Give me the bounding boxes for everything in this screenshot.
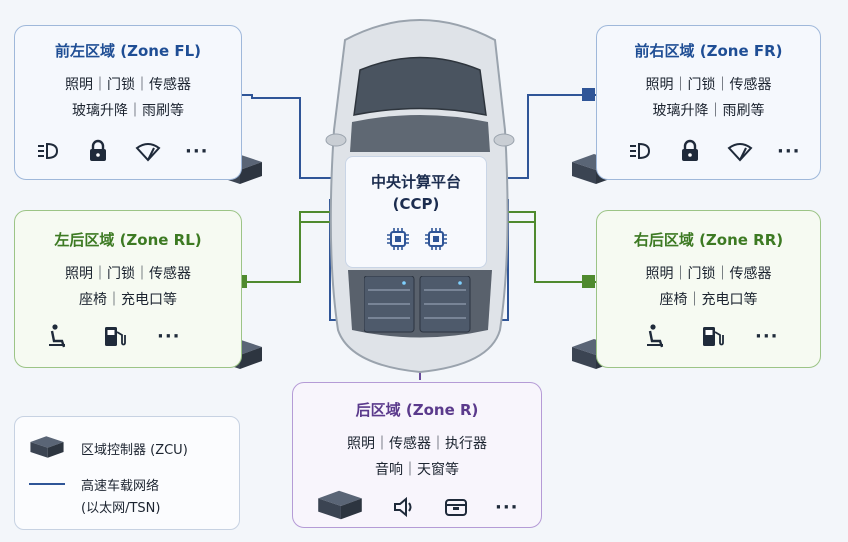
fr-connector — [582, 88, 595, 101]
zone-rr-title: 右后区域 (Zone RR) — [633, 231, 784, 249]
charging-icon — [699, 323, 725, 349]
legend-network-sublabel: (以太网/TSN) — [81, 501, 161, 516]
zone-r-panel[interactable]: 后区域 (Zone R) 照明｜传感器｜执行器 音响｜天窗等 ··· — [292, 382, 542, 528]
ccp-box[interactable]: 中央计算平台 (CCP) — [345, 156, 487, 268]
zone-fr-title: 前右区域 (Zone FR) — [634, 42, 783, 60]
zone-rl-panel[interactable]: 左后区域 (Zone RL) 照明｜门锁｜传感器 座椅｜充电口等 ··· — [14, 210, 242, 368]
zone-fl-title: 前左区域 (Zone FL) — [55, 42, 201, 60]
zone-rr-line2: 座椅｜充电口等 — [659, 292, 758, 308]
charging-icon — [101, 323, 127, 349]
zone-fl-panel[interactable]: 前左区域 (Zone FL) 照明｜门锁｜传感器 玻璃升降｜雨刷等 ··· — [14, 25, 242, 180]
more-icon: ··· — [777, 140, 801, 162]
more-icon: ··· — [157, 325, 181, 347]
server-rack — [364, 276, 471, 333]
more-icon: ··· — [495, 496, 519, 518]
legend: 区域控制器 (ZCU) 高速车载网络 (以太网/TSN) — [14, 416, 240, 530]
zone-rr-line1: 照明｜门锁｜传感器 — [645, 266, 772, 282]
wiper-icon — [727, 138, 753, 164]
legend-network-label: 高速车载网络 — [81, 479, 160, 494]
legend-zcu-label: 区域控制器 (ZCU) — [81, 443, 188, 458]
seat-icon — [643, 323, 669, 349]
sunroof-icon — [443, 494, 469, 520]
zone-r-line2: 音响｜天窗等 — [375, 462, 459, 478]
ccp-subtitle: (CCP) — [392, 195, 440, 213]
zone-rl-line2: 座椅｜充电口等 — [79, 292, 177, 308]
zone-fr-line2: 玻璃升降｜雨刷等 — [652, 103, 765, 119]
zone-fr-line1: 照明｜门锁｜传感器 — [645, 77, 772, 93]
zone-r-title: 后区域 (Zone R) — [355, 401, 479, 419]
zone-rl-title: 左后区域 (Zone RL) — [54, 231, 202, 249]
zone-rr-panel[interactable]: 右后区域 (Zone RR) 照明｜门锁｜传感器 座椅｜充电口等 ··· — [596, 210, 821, 368]
zcu-legend-icon — [30, 436, 64, 458]
chip-icon — [387, 228, 409, 250]
more-icon: ··· — [185, 140, 209, 162]
wiper-icon — [135, 138, 161, 164]
more-icon: ··· — [755, 325, 779, 347]
rr-connector — [582, 275, 595, 288]
legend-network-line — [29, 483, 65, 485]
chip-icon — [425, 228, 447, 250]
zone-rl-line1: 照明｜门锁｜传感器 — [65, 266, 191, 282]
zone-fl-line2: 玻璃升降｜雨刷等 — [72, 103, 184, 119]
lock-icon — [85, 138, 111, 164]
lock-icon — [677, 138, 703, 164]
zone-fl-line1: 照明｜门锁｜传感器 — [65, 77, 191, 93]
headlight-icon — [627, 138, 653, 164]
speaker-icon — [391, 494, 417, 520]
ccp-title: 中央计算平台 — [370, 173, 461, 191]
headlight-icon — [35, 138, 61, 164]
zone-fr-panel[interactable]: 前右区域 (Zone FR) 照明｜门锁｜传感器 玻璃升降｜雨刷等 ··· — [596, 25, 821, 180]
zcu-r — [315, 487, 365, 527]
seat-icon — [45, 323, 71, 349]
zone-r-line1: 照明｜传感器｜执行器 — [347, 436, 487, 452]
